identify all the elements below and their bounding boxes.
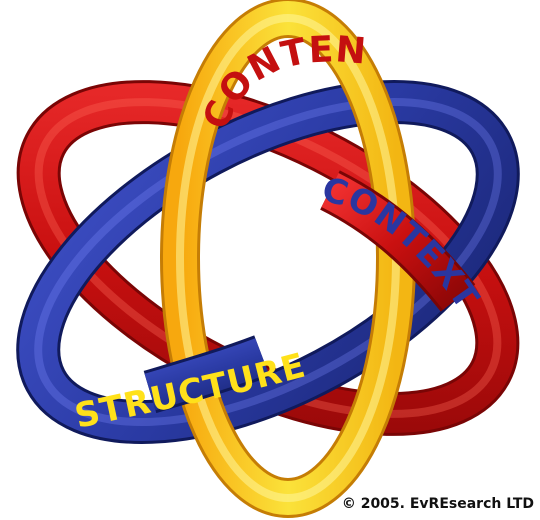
copyright-notice: © 2005. EvREsearch LTD [342,496,534,512]
yellow-ring [180,18,396,498]
